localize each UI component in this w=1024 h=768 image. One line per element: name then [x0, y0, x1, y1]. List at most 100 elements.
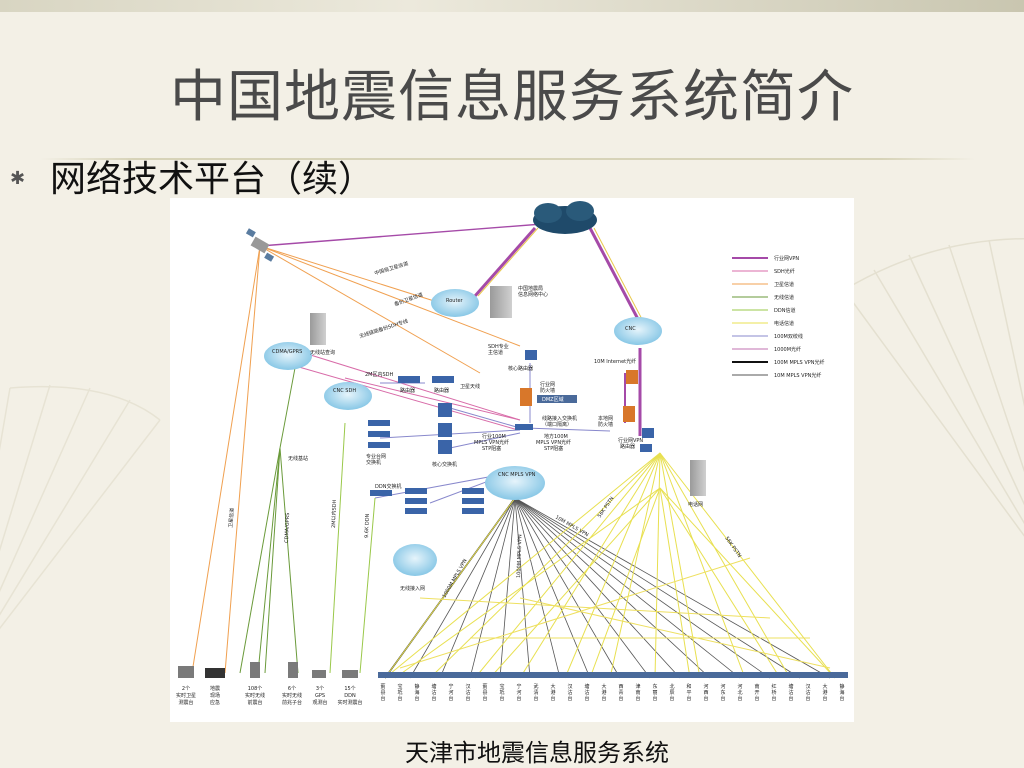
label-mpls-left: 1000M MPLS VPN: [442, 558, 469, 599]
legend-label: DDN信道: [774, 307, 795, 314]
label-core-switch: 核心交换机: [432, 461, 457, 468]
station-label: 蓟县台: [381, 683, 386, 702]
legend-label: 卫星信道: [774, 281, 794, 288]
legend-label: 1000M光纤: [774, 346, 801, 353]
station-label: 汉沽台: [806, 683, 811, 702]
station-label: 宁河台: [517, 683, 522, 702]
core-router-icon: [525, 350, 537, 360]
ent-switch-icon-2: [368, 431, 390, 437]
station-label: 宁河台: [449, 683, 454, 702]
network-topology-diagram: Router CNC CDMA/GPRS CNC SDH CNC MPLS VP…: [170, 198, 854, 722]
label-dmz: DMZ区域: [542, 396, 564, 403]
label-sat-dish: 卫星天线: [460, 383, 480, 390]
bottom-group-label: 108个实时无线前震台: [245, 686, 265, 706]
background-fan-ornament-left: [0, 384, 161, 630]
top-decorative-band: [0, 0, 1024, 12]
svg-text:CDMA/GPRS: CDMA/GPRS: [272, 349, 302, 355]
label-sdh-2m: 2M区内SDH: [365, 371, 394, 378]
label-router-a: 路由器: [400, 387, 415, 394]
title-divider: [40, 158, 975, 160]
station-label: 塘沽台: [789, 683, 794, 702]
label-wireless-access: 无线接入网: [400, 585, 425, 592]
slide-subtitle: 网络技术平台（续）: [50, 159, 375, 200]
label-sat-link: 卫星信道: [227, 508, 236, 529]
label-ent-switch: 专业台网交换机: [366, 453, 386, 466]
label-pstn-a: 56K PSTN: [597, 496, 616, 519]
bottom-group-label: 地震现场应急: [210, 685, 220, 706]
core-switch-icon-3: [438, 440, 452, 454]
label-sat-channel-1: 中国局卫星信道: [374, 260, 410, 277]
legend-label: 行业网VPN: [774, 255, 799, 262]
station-label: 和平台: [687, 683, 692, 702]
wireless-links: [239, 367, 299, 674]
server-icon-6: [462, 508, 484, 514]
station-label: 汉沽台: [466, 683, 471, 702]
station-label: 塘沽台: [585, 683, 590, 702]
ent-switch-icon-3: [368, 442, 390, 448]
ddn-switch-icon: [370, 490, 392, 496]
industry-firewall-icon: [520, 388, 532, 406]
station-label: 武清台: [534, 683, 539, 702]
station-label: 南开台: [755, 683, 760, 702]
station-labels: 蓟县台 宝坻台 静海台 塘沽台 宁河台 汉沽台 蓟县台 宝坻台 宁河台 武清台 大港台 汉沽台 塘沽台 大…: [381, 683, 845, 702]
bottom-group-label: 6个实时无线前兆子台: [282, 686, 302, 706]
server-icon-3: [405, 508, 427, 514]
station-label: 静海台: [415, 683, 420, 702]
vpn-links: [259, 222, 645, 436]
label-internet: 10M Internet光纤: [594, 358, 636, 365]
core-switch-icon-1: [438, 403, 452, 417]
bottom-group-icons: [178, 662, 358, 678]
station-label: 东丽台: [653, 683, 658, 702]
router-b-icon: [432, 376, 454, 383]
cloud-wireless-access: [393, 544, 437, 576]
station-label: 静海台: [840, 683, 845, 702]
station-label: 宝坻台: [398, 683, 403, 702]
svg-text:CNC: CNC: [625, 326, 636, 332]
pstn-fanout: [384, 452, 836, 679]
station-label: 河北台: [738, 683, 743, 702]
legend-label: 无线信道: [774, 294, 794, 301]
label-sdh-main: SDH专业主信道: [488, 343, 509, 356]
telecom-building-icon: [690, 460, 706, 496]
core-switch-icon-2: [438, 423, 452, 437]
svg-text:Router: Router: [446, 298, 464, 304]
label-router-b: 路由器: [434, 387, 449, 394]
label-ddn-9k: 9.6K DDN: [364, 513, 371, 538]
internet-firewall-icon: [626, 370, 638, 384]
internet-cloud: [533, 201, 597, 234]
sdh-links: [284, 347, 521, 431]
station-label: 西青台: [619, 684, 624, 702]
line-access-switch-icon: [515, 424, 533, 430]
station-label: 宝坻台: [500, 683, 505, 702]
label-telecom: 电话网: [688, 501, 703, 508]
station-label: 塘沽台: [432, 683, 437, 702]
label-cdma: CDMA/GPRS: [284, 513, 291, 544]
legend-label: 100M MPLS VPN光纤: [774, 359, 825, 366]
router-a-icon: [398, 376, 420, 383]
legend-label: 100M双绞线: [774, 333, 803, 340]
label-local-fw: 本地网防火墙: [598, 415, 613, 428]
legend-label: 10M MPLS VPN光纤: [774, 372, 821, 379]
station-label: 北辰台: [670, 683, 675, 702]
label-ddn-switch: DDN交换机: [375, 483, 401, 490]
station-label: 河西台: [704, 683, 709, 702]
ddn-links: [329, 422, 376, 674]
cloud-wireless-gps: CDMA/GPRS: [264, 342, 312, 370]
legend: 行业网VPNSDH光纤卫星信道无线信道DDN信道电话信道100M双绞线1000M…: [732, 255, 825, 379]
datacenter-building-icon: [490, 286, 512, 318]
station-label: 大港台: [823, 683, 828, 702]
legend-label: 电话信道: [774, 320, 794, 327]
label-pstn-b: 56K PSTN: [723, 536, 742, 559]
station-label: 河东台: [721, 683, 726, 702]
local-firewall-icon: [623, 406, 635, 422]
svg-text:CNC MPLS VPN: CNC MPLS VPN: [498, 472, 536, 478]
industry-router-icon: [642, 428, 654, 438]
station-label: 津南台: [636, 683, 641, 702]
svg-text:CNC SDH: CNC SDH: [333, 388, 356, 394]
station-label: 大港台: [602, 683, 607, 702]
station-label: 蓟县台: [483, 683, 488, 702]
pstn-switch-icon: [640, 444, 652, 452]
